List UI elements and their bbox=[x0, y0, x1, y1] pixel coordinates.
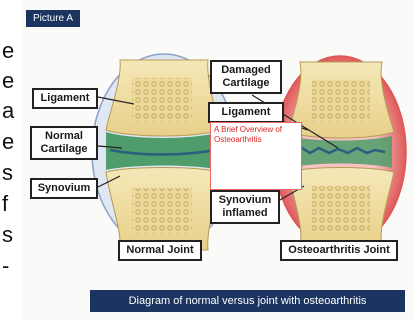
fragment-char: s bbox=[2, 224, 13, 246]
fragment-char: e bbox=[2, 40, 14, 62]
label-damaged-cartilage: Damaged Cartilage bbox=[210, 60, 282, 94]
spongy-bone bbox=[312, 80, 370, 122]
label-synovium-inflamed: Synovium inflamed bbox=[210, 190, 280, 224]
spongy-bone bbox=[312, 186, 370, 232]
spongy-bone bbox=[132, 188, 192, 234]
label-oa-joint: Osteoarthritis Joint bbox=[280, 240, 398, 261]
fragment-char: a bbox=[2, 100, 14, 122]
ligament-oa-text: Ligament bbox=[222, 106, 271, 118]
label-ligament-oa: Ligament bbox=[208, 102, 284, 123]
fragment-char: e bbox=[2, 131, 14, 153]
spongy-bone bbox=[132, 78, 192, 122]
label-synovium: Synovium bbox=[30, 178, 98, 199]
label-ligament: Ligament bbox=[32, 88, 98, 109]
fragment-char: e bbox=[2, 70, 14, 92]
label-normal-joint: Normal Joint bbox=[118, 240, 202, 261]
joint-diagram-poster: Picture A Ligament Normal Cartilage Syno… bbox=[22, 0, 413, 320]
fragment-char: - bbox=[2, 255, 9, 277]
caption-banner: Diagram of normal versus joint with oste… bbox=[90, 290, 405, 312]
left-page-text-fragment: e e a e s f s - bbox=[0, 0, 22, 320]
damaged-cartilage-band bbox=[290, 136, 392, 168]
picture-tag: Picture A bbox=[26, 10, 80, 27]
overview-popup[interactable]: A Brief Overview of Osteoarthritis bbox=[210, 122, 302, 190]
fragment-char: f bbox=[2, 193, 8, 215]
popup-title: A Brief Overview of Osteoarthritis bbox=[214, 125, 282, 144]
fragment-char: s bbox=[2, 162, 13, 184]
label-normal-cartilage: Normal Cartilage bbox=[30, 126, 98, 160]
